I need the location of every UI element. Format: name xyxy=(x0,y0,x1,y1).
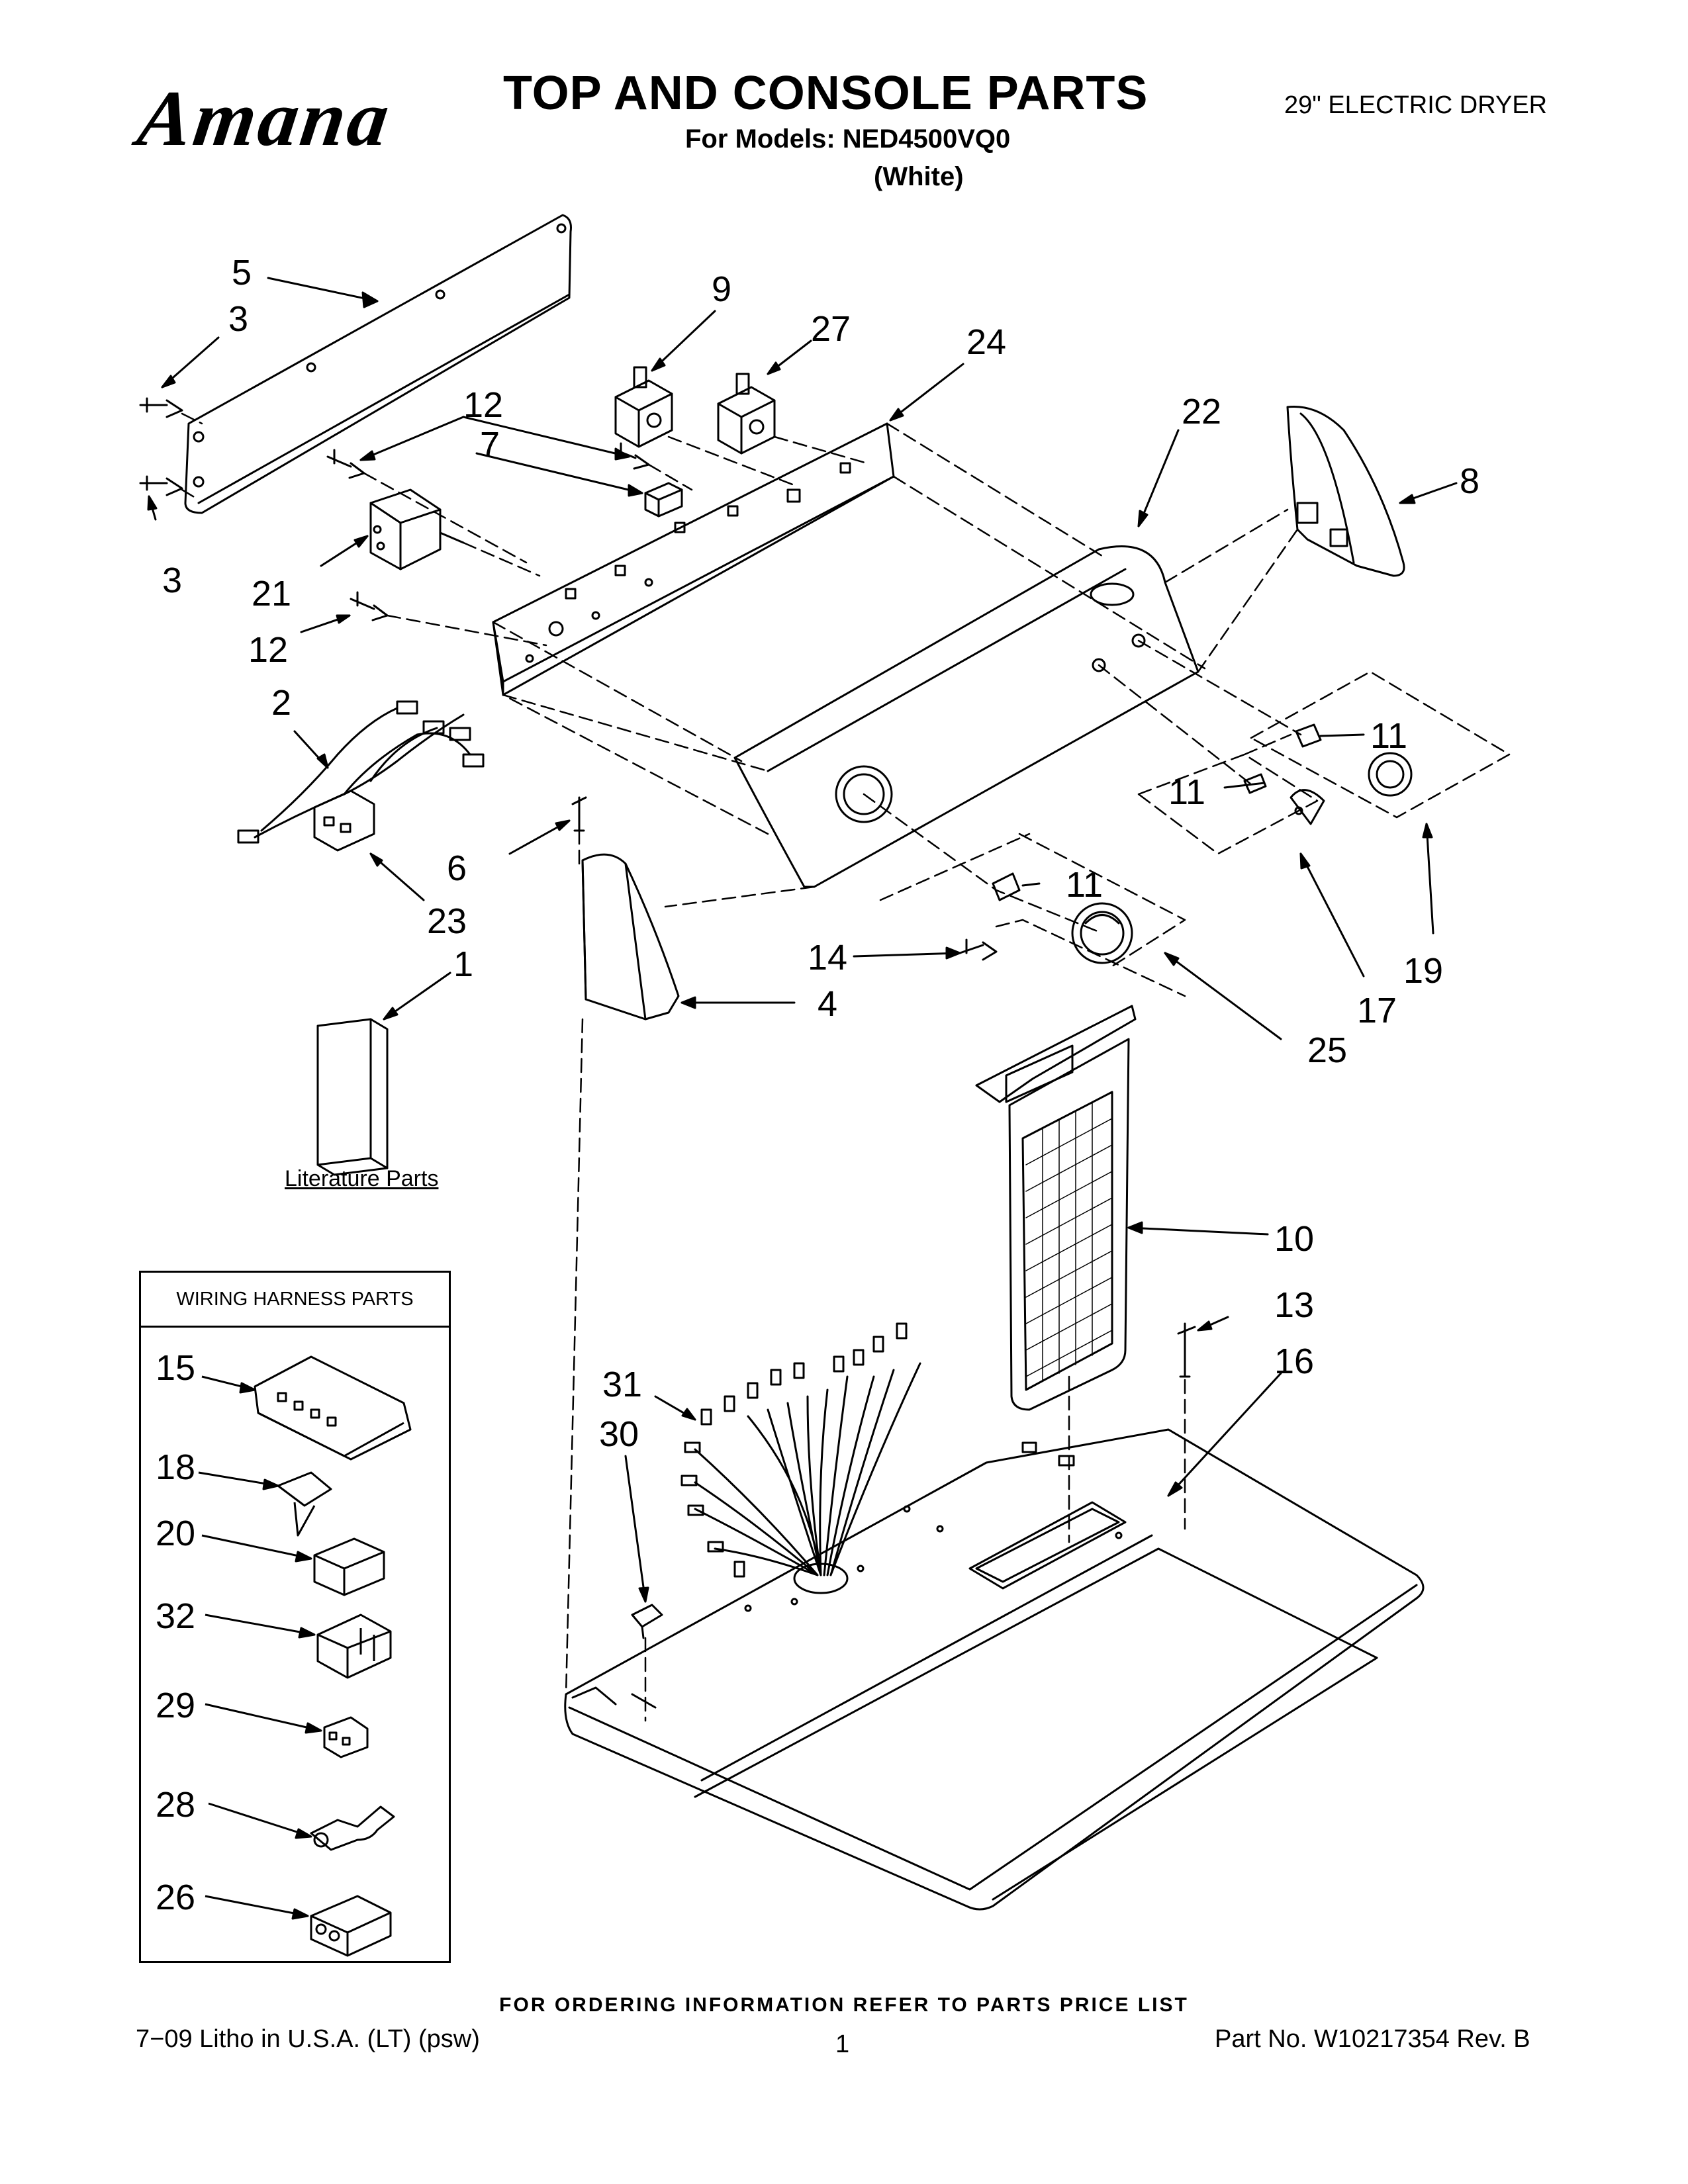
switch-part xyxy=(614,366,673,448)
callout-label: 20 xyxy=(156,1514,195,1553)
callout-label: 16 xyxy=(1274,1342,1314,1381)
control-bracket-part xyxy=(492,422,895,696)
wiring-harness-diagrams xyxy=(198,1355,412,1957)
page-number: 1 xyxy=(835,2030,850,2058)
terminal-part xyxy=(277,1471,332,1537)
model-color: (White) xyxy=(874,162,964,191)
connector-part xyxy=(254,1355,412,1461)
end-cap-part xyxy=(1286,405,1405,577)
callout-label: 32 xyxy=(156,1596,195,1636)
dryer-top-part xyxy=(564,1428,1425,1911)
callout-label: 28 xyxy=(156,1785,195,1825)
callout-label: 15 xyxy=(156,1348,195,1388)
callout-label: 19 xyxy=(1403,951,1443,991)
screw-icon xyxy=(139,397,183,496)
screw-icon xyxy=(571,796,587,832)
switch-part xyxy=(717,373,776,455)
callout-label: 7 xyxy=(480,425,500,465)
connector-part xyxy=(313,1537,385,1596)
terminal-part xyxy=(310,1805,395,1851)
callout-label: 10 xyxy=(1274,1219,1314,1259)
screw-icon xyxy=(959,938,998,961)
callout-label: 31 xyxy=(602,1365,642,1404)
wire-harness-part xyxy=(237,700,485,852)
connector-part xyxy=(310,1895,392,1957)
wiring-harness-box: WIRING HARNESS PARTS xyxy=(139,1271,451,1963)
clip-part xyxy=(644,482,683,518)
litho-info: 7−09 Litho in U.S.A. (LT) (psw) xyxy=(136,2025,480,2053)
page-title: TOP AND CONSOLE PARTS xyxy=(503,67,1149,120)
callout-label: 23 xyxy=(427,901,467,941)
callout-label: 3 xyxy=(228,299,248,339)
callout-label: 14 xyxy=(808,938,847,978)
callout-label: 25 xyxy=(1307,1030,1347,1070)
product-type: 29" ELECTRIC DRYER xyxy=(1284,91,1548,119)
callout-label: 3 xyxy=(162,561,182,600)
callout-label: 6 xyxy=(447,848,467,888)
callout-label: 30 xyxy=(599,1414,639,1454)
callout-label: 29 xyxy=(156,1686,195,1725)
wiring-harness-title: WIRING HARNESS PARTS xyxy=(141,1273,449,1328)
model-number: For Models: NED4500VQ0 xyxy=(685,124,1011,154)
callout-label: 11 xyxy=(1370,716,1407,756)
literature-parts-label: Literature Parts xyxy=(285,1166,439,1191)
callout-label: 22 xyxy=(1182,392,1221,432)
callout-label: 21 xyxy=(252,574,291,614)
callout-label: 8 xyxy=(1460,461,1479,501)
callout-label: 13 xyxy=(1274,1285,1314,1325)
callout-label: 26 xyxy=(156,1878,195,1917)
part-number: Part No. W10217354 Rev. B xyxy=(1215,2025,1530,2053)
lint-screen-part xyxy=(975,1005,1137,1411)
callout-label: 11 xyxy=(1168,772,1205,812)
wire-bundle-part xyxy=(680,1322,921,1578)
timer-part xyxy=(369,488,465,570)
leader-lines xyxy=(147,277,1458,1603)
knob-part xyxy=(992,723,1413,964)
ordering-note: FOR ORDERING INFORMATION REFER TO PARTS … xyxy=(499,1994,1189,2016)
callout-label: 12 xyxy=(463,385,503,425)
callout-label: 9 xyxy=(712,269,731,309)
callout-label: 24 xyxy=(966,322,1006,362)
console-bracket-part xyxy=(184,214,572,514)
callout-label: 11 xyxy=(1066,865,1103,905)
callout-label: 1 xyxy=(453,944,473,984)
screw-icon xyxy=(1177,1322,1196,1378)
clip-part xyxy=(631,1604,663,1639)
callout-labels: 5 3 3 9 27 24 22 8 12 7 21 12 2 6 23 1 4… xyxy=(156,253,1479,1917)
callout-label: 27 xyxy=(811,309,851,349)
callout-label: 5 xyxy=(232,253,252,293)
literature-part xyxy=(316,1018,389,1176)
leader-lines xyxy=(198,1375,322,1920)
callout-label: 17 xyxy=(1357,991,1397,1030)
callout-label: 2 xyxy=(271,683,291,723)
assembly-lines xyxy=(181,412,1511,1722)
callout-label: 18 xyxy=(156,1447,195,1487)
console-panel-part xyxy=(733,545,1199,888)
end-cap-part xyxy=(581,853,680,1021)
callout-label: 12 xyxy=(248,630,288,670)
connector-part xyxy=(323,1716,369,1758)
connector-part xyxy=(316,1614,392,1679)
callout-label: 4 xyxy=(818,984,837,1024)
